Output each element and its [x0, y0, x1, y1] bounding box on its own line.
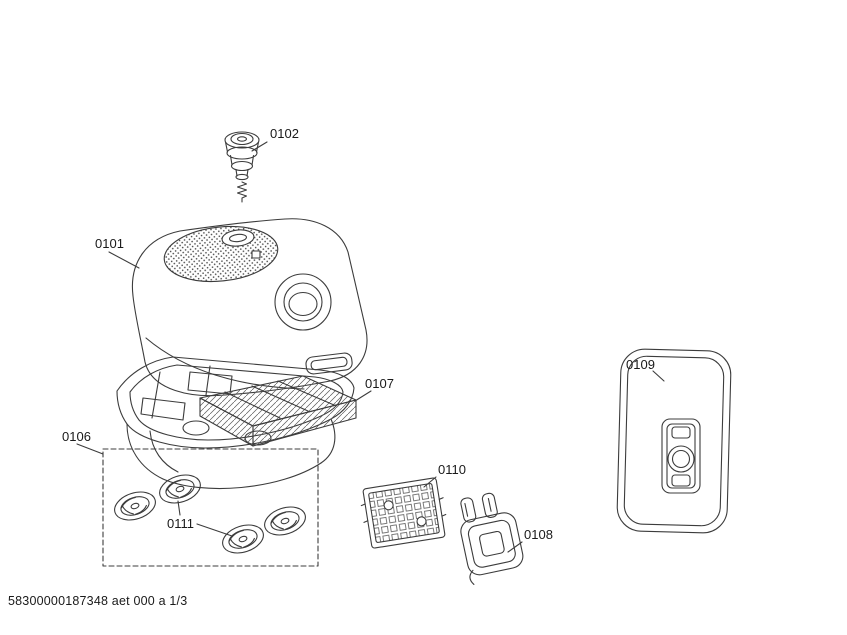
leader-0109 [652, 370, 665, 382]
part-0110-filter-plate [360, 477, 447, 549]
leader-lines [76, 141, 665, 553]
part-0101-upper-housing [131, 218, 368, 397]
document-number: 58300000187348 aet 000 a 1/3 [8, 594, 188, 608]
leader-0106 [76, 443, 104, 455]
leader-0102 [251, 141, 268, 152]
part-label-0107: 0107 [365, 376, 394, 391]
part-label-0108: 0108 [524, 527, 553, 542]
wheel-3 [222, 524, 264, 554]
part-0102-cap [224, 131, 260, 203]
wheel-2 [159, 474, 201, 504]
part-label-0110: 0110 [438, 462, 466, 477]
wheel-4 [264, 506, 306, 536]
leader-0111 [177, 500, 233, 537]
leader-0101 [108, 251, 140, 269]
part-0106-dashed-boundary [102, 448, 319, 567]
part-label-0111: 0111 [167, 516, 194, 531]
part-label-0109: 0109 [626, 357, 655, 372]
leader-0107 [354, 390, 372, 402]
part-0111-wheels [114, 474, 306, 554]
leader-0108 [507, 541, 523, 553]
part-0107-chassis [199, 375, 357, 447]
part-label-0106: 0106 [62, 429, 91, 444]
part-label-0102: 0102 [270, 126, 299, 141]
part-0109-dust-bag [616, 348, 732, 534]
leader-0110 [423, 476, 437, 488]
part-0108-bracket [460, 492, 524, 585]
spring [236, 181, 248, 203]
part-label-0101: 0101 [95, 236, 124, 251]
wheel-1 [114, 491, 156, 521]
